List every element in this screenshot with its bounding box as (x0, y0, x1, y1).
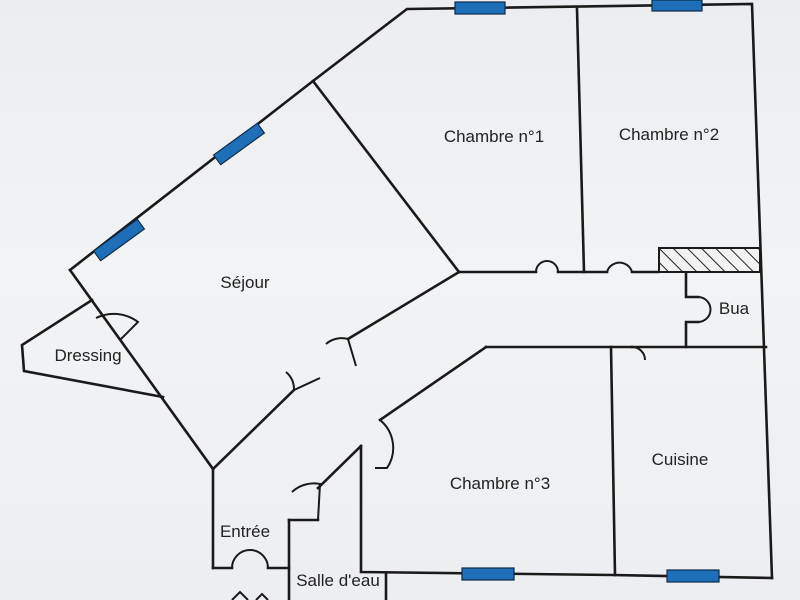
label-chambre-3: Chambre n°3 (449, 474, 551, 493)
window-sejour-1 (212, 122, 266, 166)
wall-bua-lower (684, 320, 768, 349)
windows (92, 0, 720, 583)
door-entree-corridor (291, 482, 322, 521)
outer-walls (68, 2, 774, 600)
window-top-2 (651, 0, 703, 12)
door-chambre2 (606, 261, 633, 273)
door-chambre1 (535, 260, 559, 273)
wall-bua (684, 270, 700, 299)
door-salle-eau (231, 590, 269, 600)
wall-sejour-chambre1 (311, 79, 461, 274)
label-salle-eau: Salle d'eau (296, 571, 380, 590)
door-sejour-b (285, 371, 321, 392)
label-entree: Entrée (219, 522, 271, 541)
door-cuisine (631, 346, 646, 361)
wall-sejour-corridor-b (211, 388, 296, 471)
wall-chambre-divider (575, 7, 586, 274)
wall-sejour-west (68, 268, 215, 471)
dressing-walls (20, 298, 165, 399)
interior-walls (211, 7, 768, 577)
doors (95, 260, 712, 600)
door-chambre3 (375, 419, 395, 469)
wall-chambre3-cuisine (609, 345, 617, 577)
label-sejour: Séjour (220, 273, 270, 292)
window-top-1 (454, 1, 506, 15)
door-dressing (95, 312, 140, 341)
label-cuisine: Cuisine (651, 450, 709, 469)
door-entree (231, 549, 269, 569)
label-chambre-1: Chambre n°1 (443, 127, 545, 146)
label-dressing: Dressing (54, 346, 122, 365)
door-sejour-a (325, 337, 357, 367)
window-bottom-2 (666, 569, 720, 583)
window-sejour-2 (92, 218, 146, 262)
wall-chambre3-diag (378, 345, 488, 422)
wall-corridor-entry (316, 444, 363, 490)
window-bottom-1 (461, 567, 515, 581)
wall-south (359, 444, 774, 580)
wall-dressing (20, 298, 165, 399)
wall-sejour-corridor-a (346, 270, 461, 341)
label-chambre-2: Chambre n°2 (618, 125, 720, 144)
door-bua (697, 296, 712, 323)
hatched-block (658, 247, 761, 273)
wall-north (68, 2, 774, 580)
label-bua: Bua (718, 299, 750, 318)
